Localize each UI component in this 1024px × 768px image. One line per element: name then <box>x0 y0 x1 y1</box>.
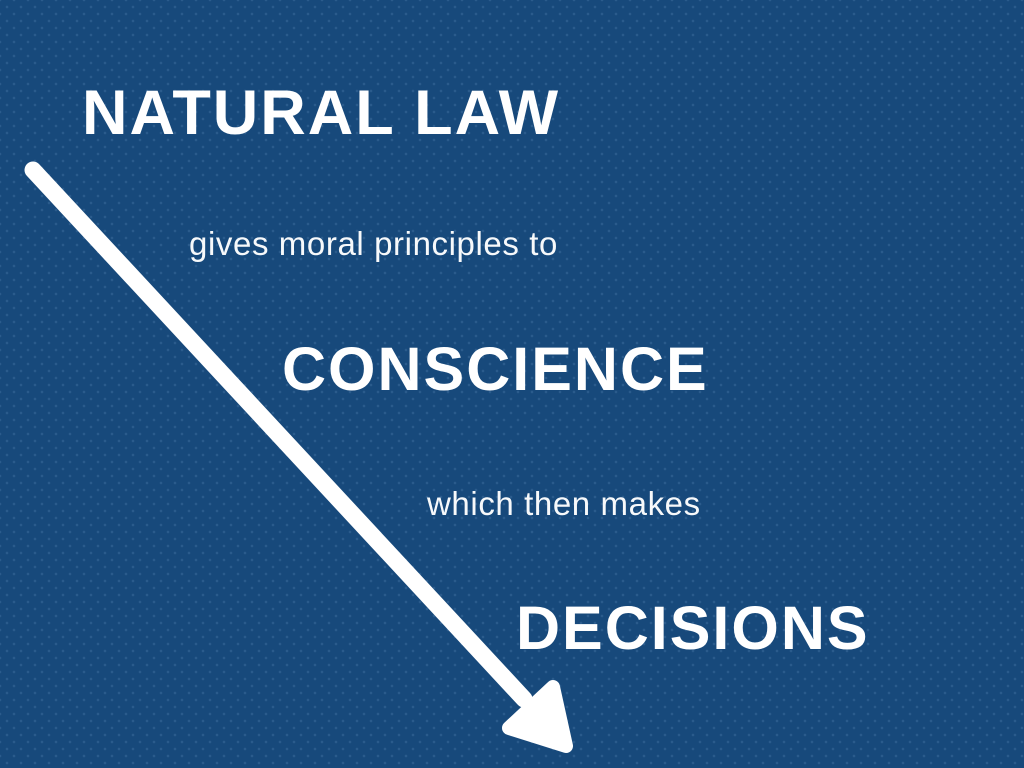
node-decisions: DECISIONS <box>516 594 870 662</box>
flow-arrow-head <box>502 680 573 753</box>
node-conscience: CONSCIENCE <box>282 335 709 403</box>
connector-label-gives-moral-principles: gives moral principles to <box>189 225 558 262</box>
node-natural-law: NATURAL LAW <box>82 78 561 148</box>
connector-label-which-then-makes: which then makes <box>427 485 701 522</box>
